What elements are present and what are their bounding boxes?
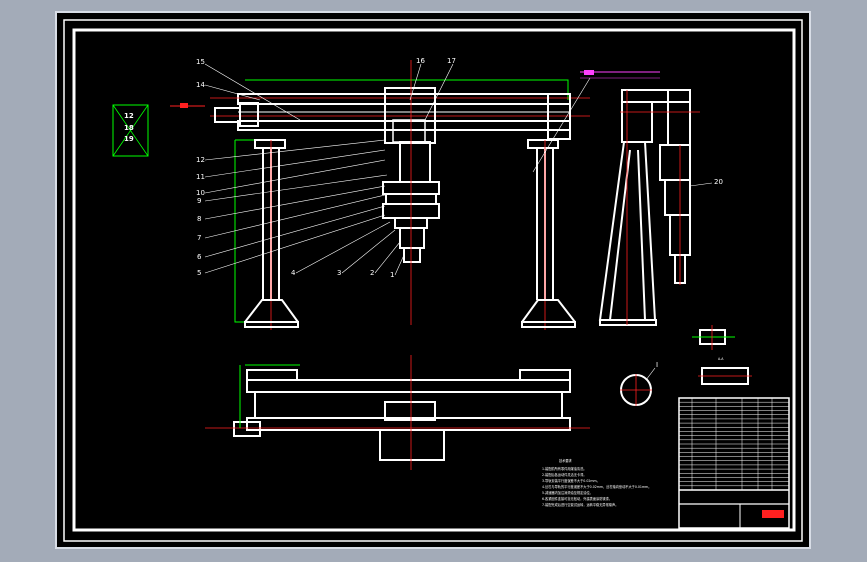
part-number-15: 15 [196,58,205,66]
side-view: 20 [598,89,723,326]
parts-list-table [678,397,790,529]
note-6: 6.各紧固件连接可靠无松动，外露表面涂防锈漆。 [542,496,612,501]
front-view: 15 14 12 11 10 9 8 7 6 5 4 3 2 1 16 17 [170,57,660,330]
part-number-7: 7 [197,234,201,242]
part-number-3: 3 [337,269,341,277]
legend-label-2: 18 [124,124,134,132]
part-number-6: 6 [197,253,202,261]
note-1: 1.装配前所有零件用煤油清洗。 [542,466,586,471]
sheet-background [55,11,811,549]
part-number-9: 9 [197,197,201,205]
part-number-20: 20 [714,178,723,186]
legend-label-1: 12 [124,112,134,120]
part-number-14: 14 [196,81,205,89]
part-number-11: 11 [196,173,205,181]
part-number-17: 17 [447,57,456,65]
technical-notes: 技术要求 1.装配前所有零件用煤油清洗。 2.装配后各运动件灵活无卡滞。 3.导… [542,458,651,507]
part-number-12: 12 [196,156,205,164]
part-number-16: 16 [416,57,425,65]
legend-label-3: 19 [124,135,134,143]
note-7: 7.装配完成后进行空载试运转，运转平稳无异常噪声。 [542,502,618,507]
section-label: A-A [718,357,724,361]
top-view [205,355,590,470]
part-number-8: 8 [197,215,201,223]
note-2: 2.装配后各运动件灵活无卡滞。 [542,472,586,477]
note-5: 5.减速器内加注润滑油至规定油位。 [542,490,593,495]
section-views: A-A [692,325,752,385]
part-number-5: 5 [197,269,201,277]
sheet-outer-frame [63,19,803,542]
legend-box: 12 18 19 [112,104,149,157]
sheet-inner-frame [72,28,796,532]
notes-title: 技术要求 [559,458,573,463]
note-4: 4.丝杠与导轨的平行度误差不大于0.02mm，丝杠轴向窜动不大于0.01mm。 [542,484,651,489]
part-number-4: 4 [291,269,296,277]
part-number-1: 1 [390,271,394,279]
note-3: 3.导轨安装平行度误差不大于0.02mm。 [542,478,600,483]
part-number-2: 2 [370,269,374,277]
part-number-10: 10 [196,189,205,197]
detail-view: I [620,361,658,406]
detail-label: I [656,361,658,369]
